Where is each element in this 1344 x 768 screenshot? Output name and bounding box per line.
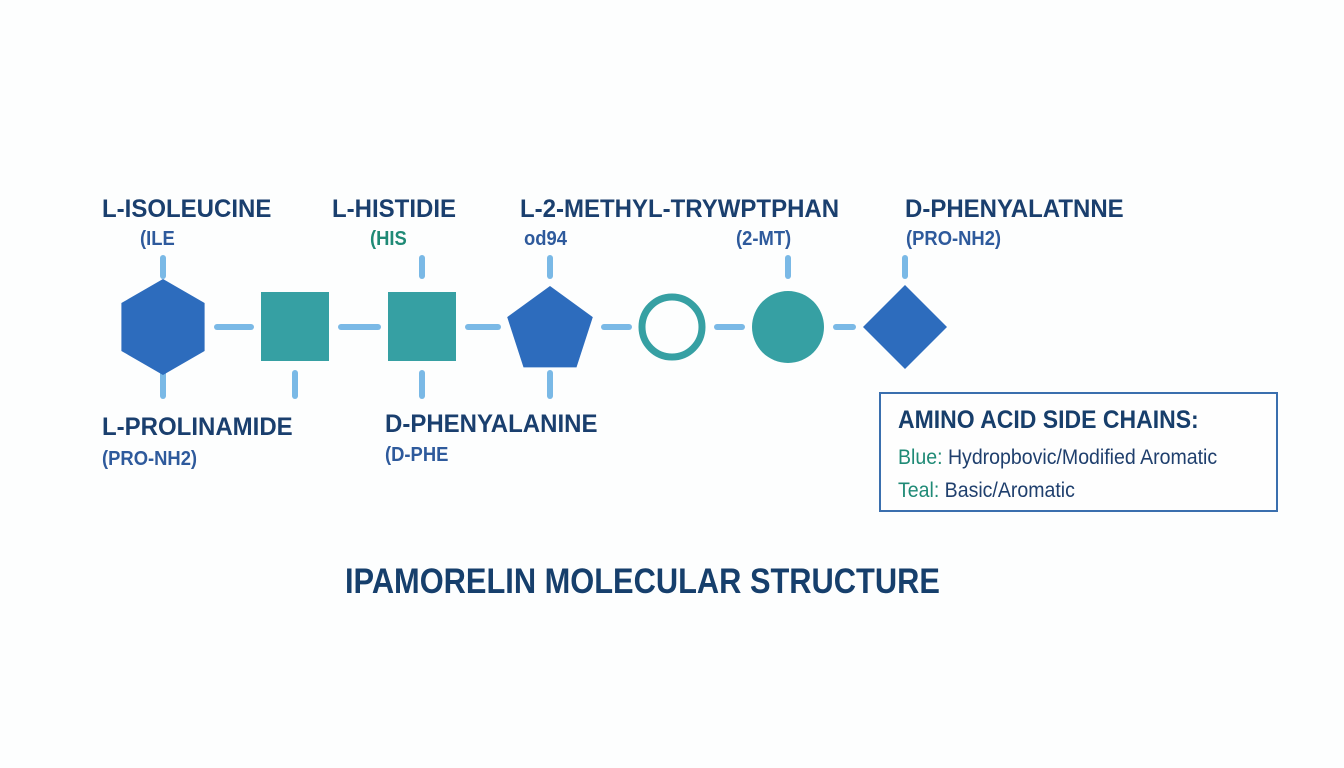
square-node bbox=[388, 292, 456, 361]
label-l-histidine: L-HISTIDIE bbox=[332, 195, 457, 223]
legend-box: AMINO ACID SIDE CHAINS: Blue: Hydropbovi… bbox=[879, 392, 1278, 512]
abbr-d-phe: (D-PHE bbox=[385, 444, 449, 466]
legend-row-blue: Blue: Hydropbovic/Modified Aromatic bbox=[898, 446, 1217, 470]
square-node bbox=[261, 292, 329, 361]
hexagon-node bbox=[121, 279, 205, 375]
circle-node bbox=[752, 291, 824, 363]
abbr-pro-nh2-top: (PRO-NH2) bbox=[906, 228, 1002, 250]
legend-key-teal: Teal: bbox=[898, 479, 940, 502]
abbr-ile: (ILE bbox=[140, 228, 175, 250]
label-l-isoleucine: L-ISOLEUCINE bbox=[102, 195, 272, 223]
label-d-phenylalanine-bottom: D-PHENYALANINE bbox=[385, 410, 598, 438]
label-d-phenylalanine-top: D-PHENYALATNNE bbox=[905, 195, 1124, 223]
legend-text-teal: Basic/Aromatic bbox=[939, 479, 1075, 502]
abbr-od94: od94 bbox=[524, 228, 567, 250]
legend-row-teal: Teal: Basic/Aromatic bbox=[898, 479, 1075, 503]
abbr-his: (HIS bbox=[370, 228, 407, 250]
diamond-node bbox=[863, 285, 947, 369]
abbr-2-mt: (2-MT) bbox=[736, 228, 792, 250]
legend-key-blue: Blue: bbox=[898, 446, 943, 469]
label-l-2-methyl-tryptophan: L-2-METHYL-TRYWPTPHAN bbox=[520, 195, 840, 223]
legend-text-blue: Hydropbovic/Modified Aromatic bbox=[942, 446, 1218, 469]
abbr-pro-nh2-bottom: (PRO-NH2) bbox=[102, 448, 198, 470]
legend-title: AMINO ACID SIDE CHAINS: bbox=[898, 406, 1199, 434]
ring-node bbox=[638, 293, 706, 361]
label-l-prolinamide: L-PROLINAMIDE bbox=[102, 413, 293, 441]
pentagon-node bbox=[507, 286, 593, 368]
diagram-title: IPAMORELIN MOLECULAR STRUCTURE bbox=[345, 562, 940, 601]
